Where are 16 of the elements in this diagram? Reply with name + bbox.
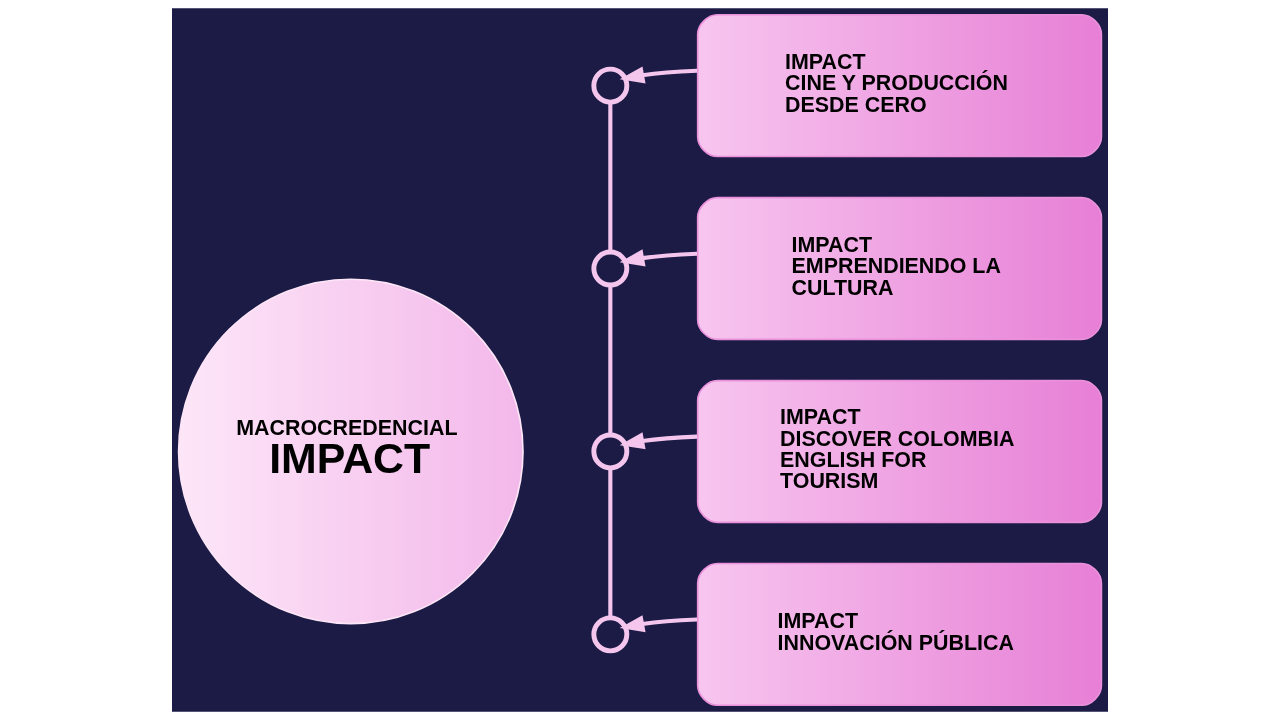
node-box: IMPACT EMPRENDIENDO LA CULTURA [696, 196, 1103, 341]
node-circle [591, 615, 630, 654]
node-circle [591, 432, 630, 471]
arrow [619, 249, 698, 267]
arrow [619, 615, 698, 633]
node-circle [591, 249, 630, 288]
node-circle [591, 66, 630, 105]
arrow [619, 66, 698, 84]
node-circle: MACROCREDENCIAL IMPACT [177, 278, 524, 625]
node-box: IMPACT DISCOVER COLOMBIA ENGLISH FOR TOURISM [696, 379, 1103, 524]
connector [608, 102, 613, 252]
connector [608, 468, 613, 618]
node-box: IMPACT INNOVACIÓN PÚBLICA [696, 562, 1103, 707]
arrow [619, 432, 698, 450]
node-box: IMPACT CINE Y PRODUCCIÓN DESDE CERO [696, 13, 1103, 158]
connector [608, 285, 613, 435]
